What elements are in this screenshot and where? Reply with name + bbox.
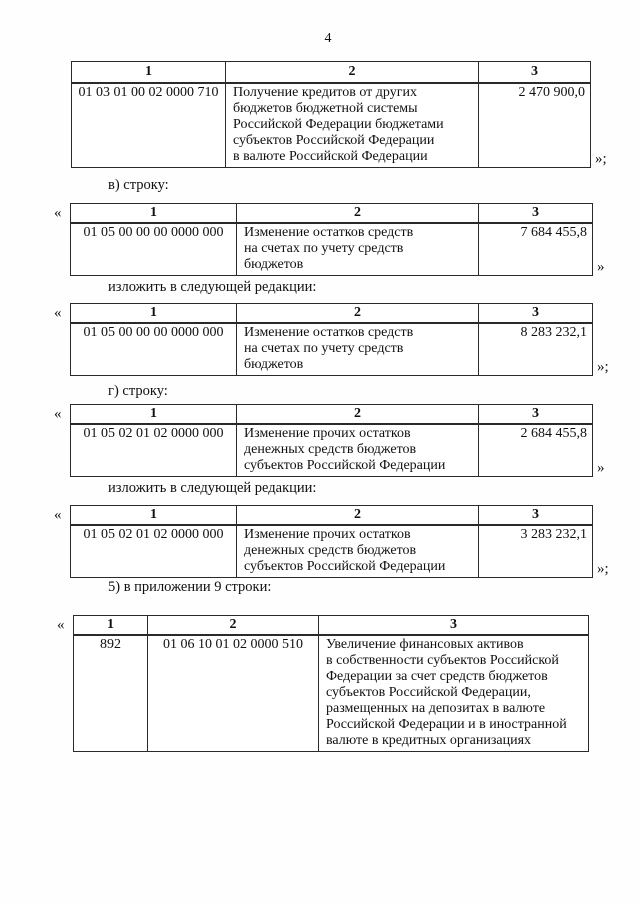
- name-cell: Изменение остатков средств на счетах по …: [236, 222, 479, 276]
- budget-table-2: 1 2 3 01 05 00 00 00 0000 000 Изменение …: [70, 203, 593, 276]
- column-header-2: 2: [147, 615, 319, 636]
- section-label-g: г) строку:: [108, 383, 168, 399]
- column-header-3: 3: [478, 404, 593, 425]
- code-cell: 01 03 01 00 02 0000 710: [71, 82, 226, 168]
- amount-cell: 3 283 232,1: [478, 524, 593, 578]
- code-cell: 01 06 10 01 02 0000 510: [147, 634, 319, 752]
- budget-table-4: 1 2 3 01 05 02 01 02 0000 000 Изменение …: [70, 404, 593, 477]
- close-quote-mark: »;: [597, 561, 609, 577]
- column-header-3: 3: [478, 203, 593, 224]
- table-block-6: « 1 2 3 892 01 06 10 01 02 0000 510 Увел…: [57, 615, 589, 752]
- budget-table-1: 1 2 3 01 03 01 00 02 0000 710 Получение …: [71, 61, 591, 168]
- column-header-3: 3: [478, 61, 591, 84]
- close-quote-mark: »: [597, 460, 605, 476]
- name-cell: Увеличение финансовых активов в собствен…: [318, 634, 589, 752]
- table-row: 01 05 00 00 00 0000 000 Изменение остатк…: [70, 322, 593, 376]
- page-number: 4: [324, 31, 332, 46]
- amount-cell: 7 684 455,8: [478, 222, 593, 276]
- section-label-restate-1: изложить в следующей редакции:: [108, 279, 317, 295]
- column-header-1: 1: [71, 61, 226, 84]
- agency-code-cell: 892: [73, 634, 148, 752]
- table-row: 892 01 06 10 01 02 0000 510 Увеличение ф…: [73, 634, 589, 752]
- budget-table-3: 1 2 3 01 05 00 00 00 0000 000 Изменение …: [70, 303, 593, 376]
- open-quote-mark: «: [57, 617, 65, 633]
- close-quote-mark: »: [597, 259, 605, 275]
- close-quote-mark: »;: [597, 359, 609, 375]
- name-cell: Изменение прочих остатков денежных средс…: [236, 423, 479, 477]
- column-header-2: 2: [236, 404, 479, 425]
- close-quote-mark: »;: [595, 151, 607, 167]
- table-header-row: 1 2 3: [70, 303, 593, 324]
- column-header-1: 1: [70, 505, 237, 526]
- column-header-2: 2: [236, 303, 479, 324]
- table-row: 01 03 01 00 02 0000 710 Получение кредит…: [71, 82, 591, 168]
- section-label-pril-9: 5) в приложении 9 строки:: [108, 579, 272, 595]
- name-cell: Получение кредитов от других бюджетов бю…: [225, 82, 479, 168]
- column-header-2: 2: [236, 505, 479, 526]
- column-header-3: 3: [478, 505, 593, 526]
- column-header-2: 2: [236, 203, 479, 224]
- column-header-1: 1: [70, 404, 237, 425]
- open-quote-mark: «: [54, 305, 62, 321]
- column-header-2: 2: [225, 61, 479, 84]
- budget-table-6: 1 2 3 892 01 06 10 01 02 0000 510 Увелич…: [73, 615, 589, 752]
- table-header-row: 1 2 3: [71, 61, 591, 84]
- column-header-1: 1: [73, 615, 148, 636]
- table-header-row: 1 2 3: [70, 203, 593, 224]
- column-header-3: 3: [478, 303, 593, 324]
- amount-cell: 2 684 455,8: [478, 423, 593, 477]
- table-header-row: 1 2 3: [73, 615, 589, 636]
- table-header-row: 1 2 3: [70, 505, 593, 526]
- table-block-4: « 1 2 3 01 05 02 01 02 0000 000 Изменени…: [54, 404, 605, 477]
- column-header-1: 1: [70, 303, 237, 324]
- table-block-5: « 1 2 3 01 05 02 01 02 0000 000 Изменени…: [54, 505, 609, 578]
- code-cell: 01 05 00 00 00 0000 000: [70, 222, 237, 276]
- code-cell: 01 05 02 01 02 0000 000: [70, 524, 237, 578]
- budget-table-5: 1 2 3 01 05 02 01 02 0000 000 Изменение …: [70, 505, 593, 578]
- open-quote-mark: «: [54, 507, 62, 523]
- table-block-2: « 1 2 3 01 05 00 00 00 0000 000 Изменени…: [54, 203, 605, 276]
- table-row: 01 05 00 00 00 0000 000 Изменение остатк…: [70, 222, 593, 276]
- open-quote-mark: «: [54, 205, 62, 221]
- table-row: 01 05 02 01 02 0000 000 Изменение прочих…: [70, 524, 593, 578]
- code-cell: 01 05 02 01 02 0000 000: [70, 423, 237, 477]
- amount-cell: 8 283 232,1: [478, 322, 593, 376]
- name-cell: Изменение прочих остатков денежных средс…: [236, 524, 479, 578]
- amount-cell: 2 470 900,0: [478, 82, 591, 168]
- code-cell: 01 05 00 00 00 0000 000: [70, 322, 237, 376]
- table-header-row: 1 2 3: [70, 404, 593, 425]
- open-quote-mark: «: [54, 406, 62, 422]
- table-block-1: 1 2 3 01 03 01 00 02 0000 710 Получение …: [71, 61, 607, 168]
- section-label-v: в) строку:: [108, 177, 169, 193]
- table-block-3: « 1 2 3 01 05 00 00 00 0000 000 Изменени…: [54, 303, 609, 376]
- name-cell: Изменение остатков средств на счетах по …: [236, 322, 479, 376]
- column-header-1: 1: [70, 203, 237, 224]
- section-label-restate-2: изложить в следующей редакции:: [108, 480, 317, 496]
- column-header-3: 3: [318, 615, 589, 636]
- table-row: 01 05 02 01 02 0000 000 Изменение прочих…: [70, 423, 593, 477]
